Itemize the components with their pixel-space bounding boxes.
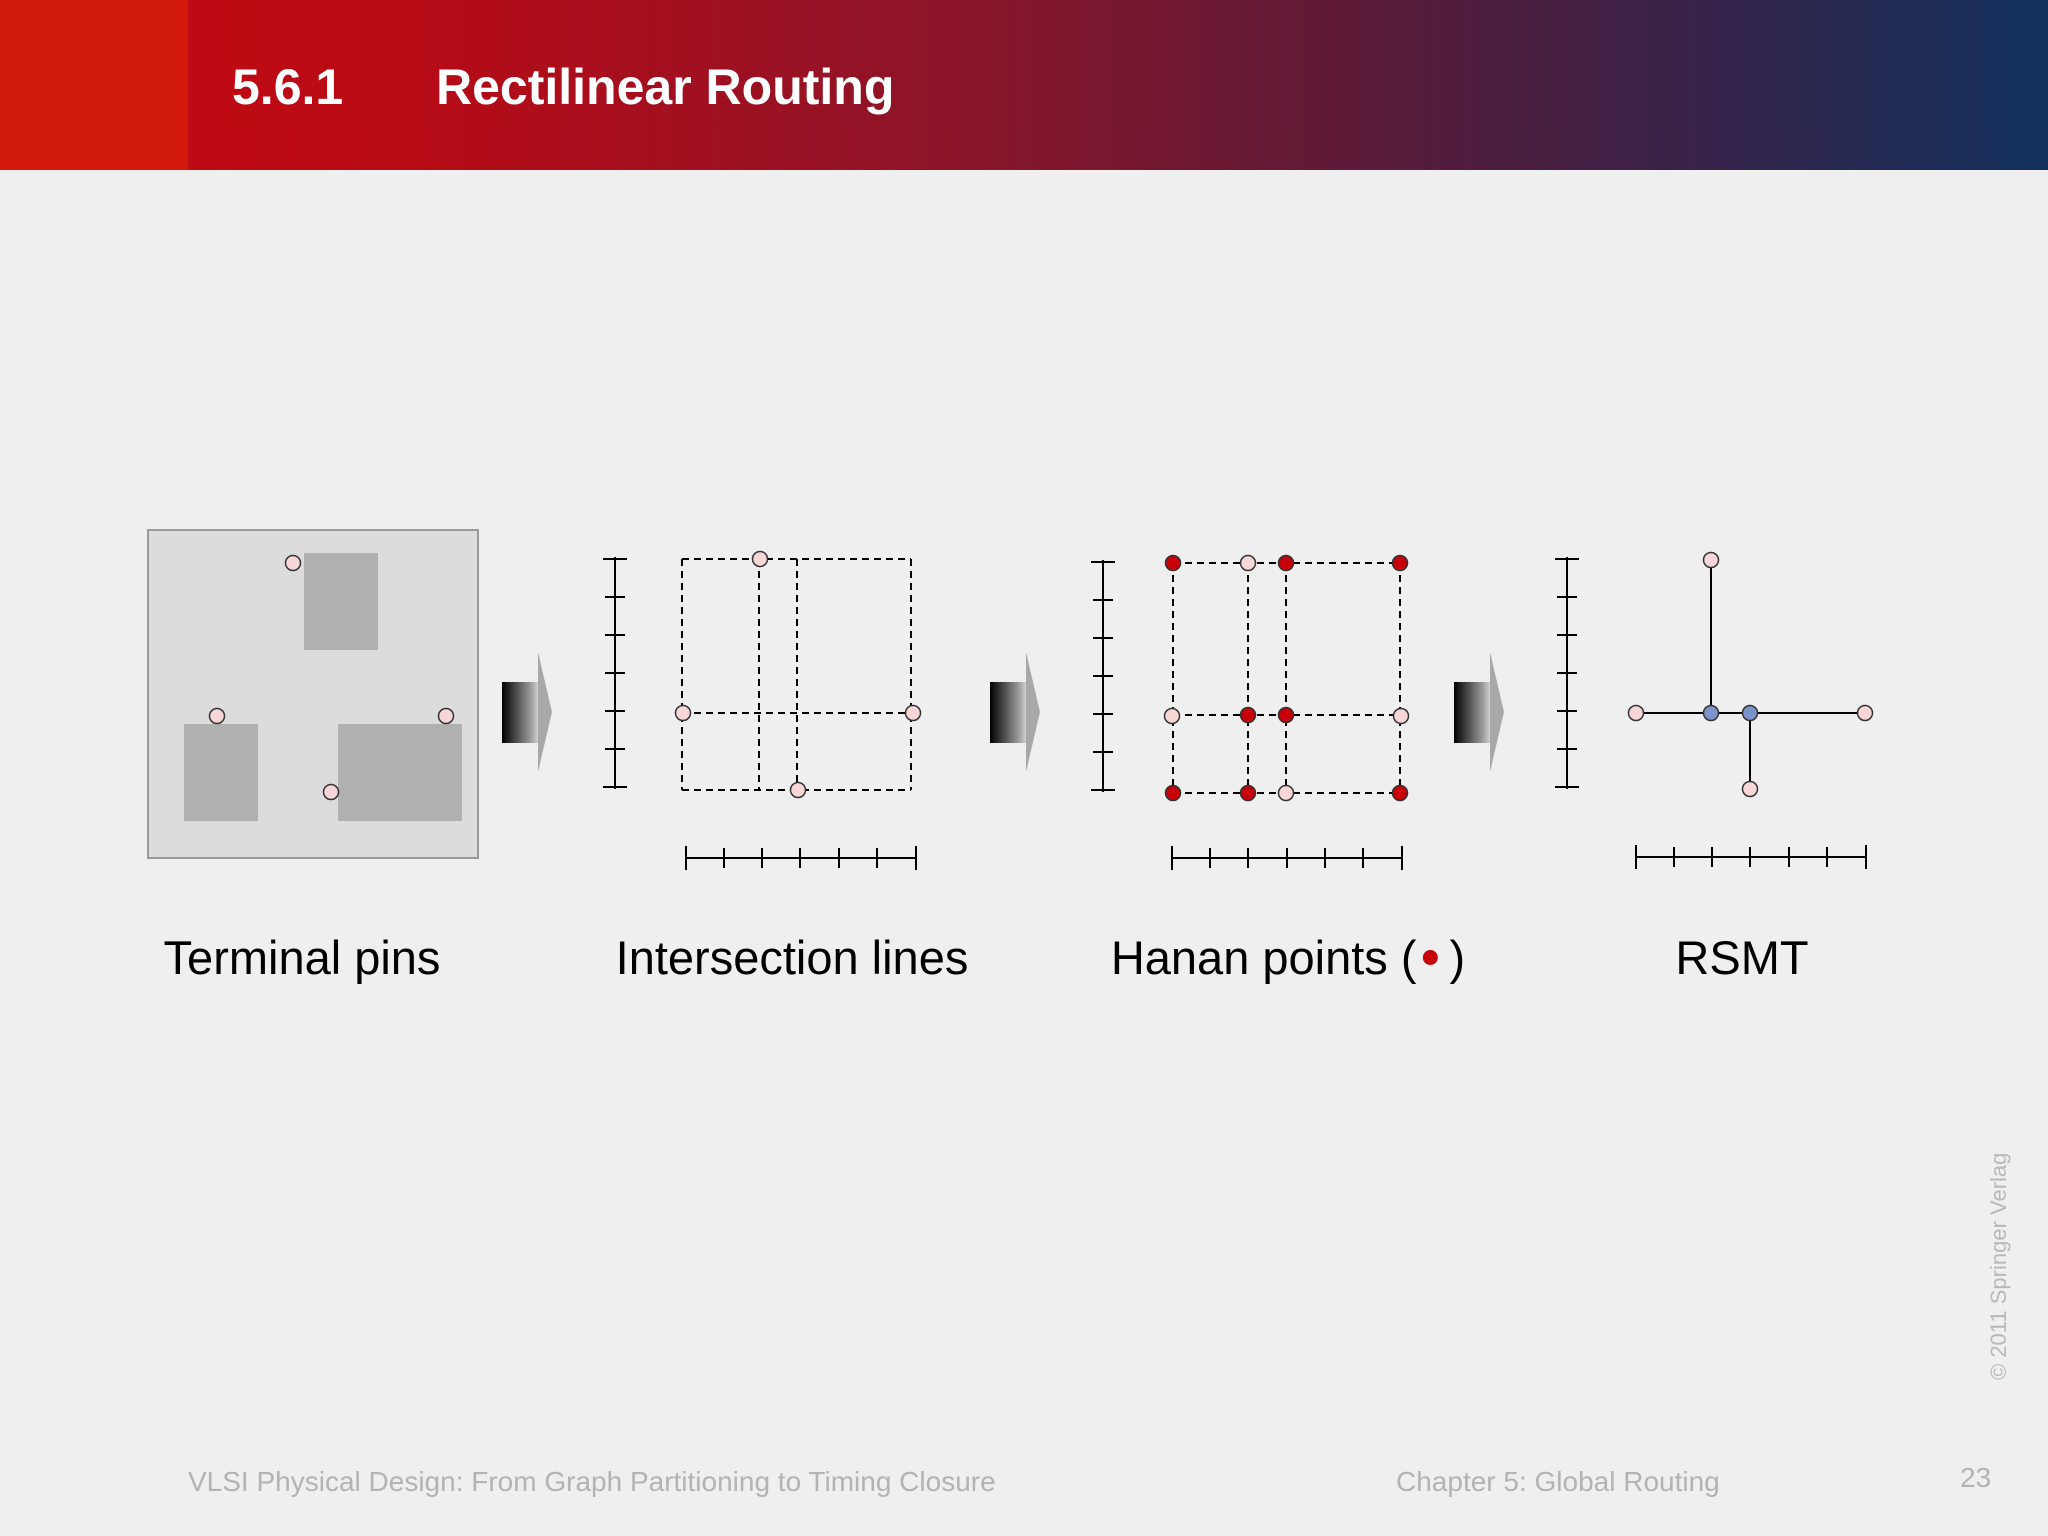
terminal-pin	[1277, 784, 1295, 802]
hanan-point-legend-icon	[1422, 950, 1438, 965]
hanan-grid-lines	[681, 558, 912, 791]
slide-header: 5.6.1 Rectilinear Routing	[0, 0, 2048, 170]
hanan-point	[1239, 706, 1257, 724]
x-axis-ruler	[1171, 846, 1403, 870]
terminal-pin	[322, 783, 340, 801]
terminal-pin	[1627, 704, 1645, 722]
hanan-point	[1277, 706, 1295, 724]
hanan-point	[1164, 784, 1182, 802]
x-axis-ruler	[1635, 845, 1867, 869]
hanan-point	[1164, 554, 1182, 572]
terminal-pin	[674, 704, 692, 722]
y-axis-ruler	[1091, 560, 1115, 792]
rsmt-panel	[1555, 551, 1874, 869]
steiner-tree-edges	[1636, 560, 1865, 789]
terminal-pin	[1392, 707, 1410, 725]
footer-chapter: Chapter 5: Global Routing	[1396, 1466, 1720, 1497]
arrow-1	[502, 652, 552, 772]
terminal-pin	[1163, 707, 1181, 725]
arrow-2	[990, 652, 1040, 772]
cell-block	[184, 724, 258, 821]
terminal-pins-panel	[147, 529, 479, 859]
terminal-pin	[789, 781, 807, 799]
steiner-point	[1741, 704, 1759, 722]
section-number: 5.6.1	[232, 59, 344, 115]
cell-block	[304, 553, 378, 650]
intersection-lines-panel	[603, 550, 922, 870]
slide-title: Rectilinear Routing	[436, 59, 895, 115]
x-axis-ruler	[685, 846, 917, 870]
terminal-pin	[1856, 704, 1874, 722]
arrow-3	[1454, 652, 1504, 772]
terminal-pin	[751, 550, 769, 568]
hanan-point	[1277, 554, 1295, 572]
y-axis-ruler	[603, 557, 627, 789]
caption-rsmt: RSMT	[1675, 931, 1809, 984]
steiner-point	[1702, 704, 1720, 722]
caption-hanan-points-text: Hanan points (	[1110, 931, 1417, 984]
hanan-point	[1391, 784, 1409, 802]
terminal-pin	[1741, 780, 1759, 798]
caption-hanan-points-close: )	[1449, 931, 1466, 984]
terminal-pin	[437, 707, 455, 725]
page-number: 23	[1960, 1462, 1992, 1493]
hanan-grid-lines	[1172, 562, 1401, 794]
cell-block	[338, 724, 462, 821]
hanan-point	[1239, 784, 1257, 802]
hanan-points-panel	[1091, 554, 1410, 870]
y-axis-ruler	[1555, 557, 1579, 789]
caption-terminal-pins: Terminal pins	[163, 931, 441, 984]
header-accent-block	[0, 0, 188, 170]
terminal-pin	[284, 554, 302, 572]
terminal-pin	[1239, 554, 1257, 572]
footer-book-title: VLSI Physical Design: From Graph Partiti…	[188, 1466, 996, 1497]
copyright-notice: © 2011 Springer Verlag	[1986, 1152, 2011, 1380]
hanan-point	[1391, 554, 1409, 572]
terminal-pin	[208, 707, 226, 725]
terminal-pin	[904, 704, 922, 722]
terminal-pin	[1702, 551, 1720, 569]
caption-hanan-points: Hanan points ( )	[1111, 930, 1465, 985]
caption-intersection-lines: Intersection lines	[615, 931, 969, 984]
